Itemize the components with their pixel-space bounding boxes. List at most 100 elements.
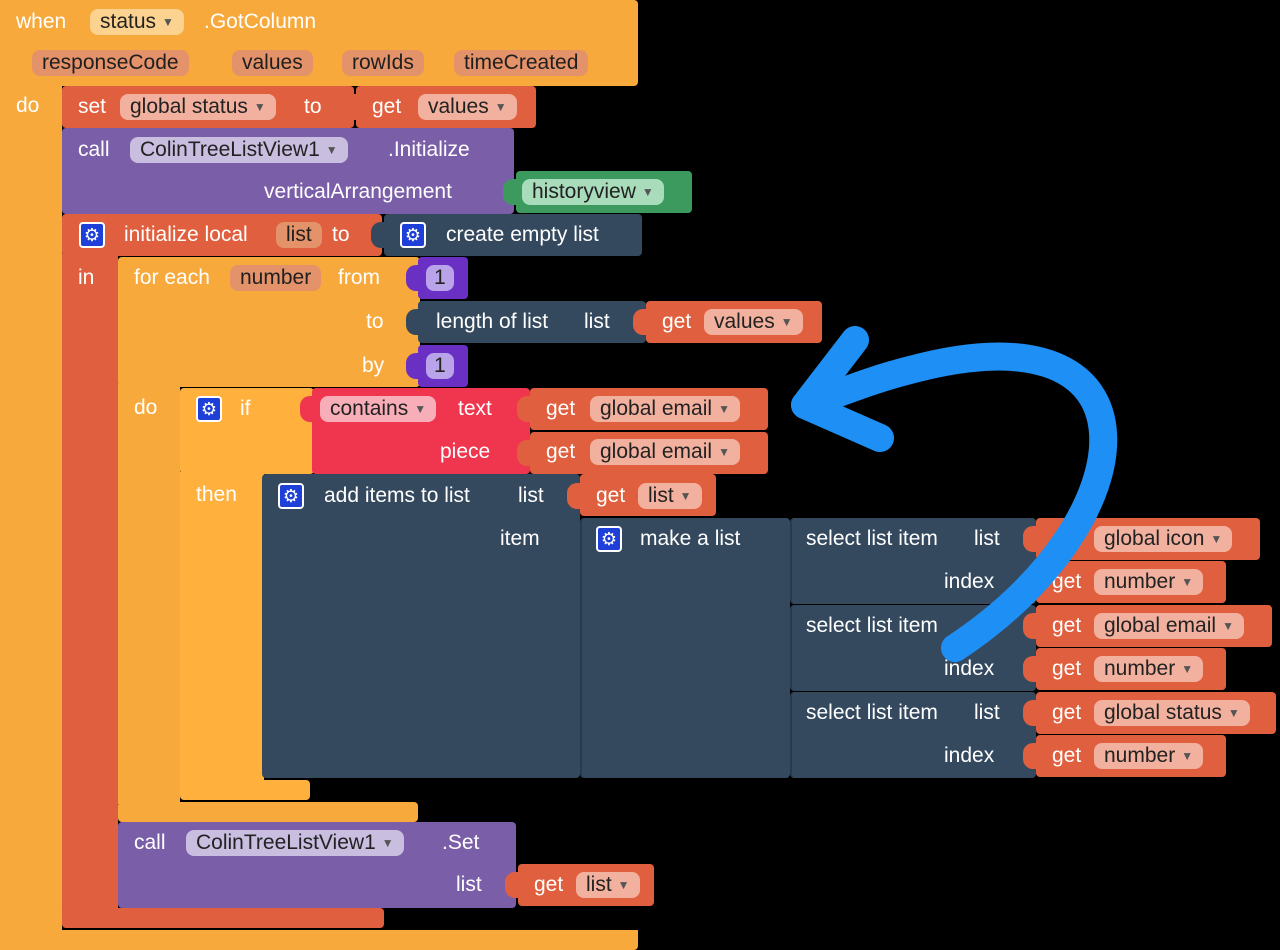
socket-notch [1023,656,1037,682]
chevron-down-icon: ▼ [381,836,394,850]
socket-notch [517,396,531,422]
global-status-dropdown[interactable]: global status▼ [1094,700,1250,726]
select-list-item-block[interactable] [790,692,1036,778]
gear-icon[interactable]: ⚙ [400,222,426,248]
chevron-down-icon: ▼ [1181,662,1194,676]
chevron-down-icon: ▼ [1227,706,1240,720]
chevron-down-icon: ▼ [679,489,692,503]
get-label: get [546,440,576,463]
get-label: get [1052,527,1082,550]
initialize-local-in-rail [62,254,118,914]
list-arg-label: list [456,873,482,896]
select-list-item-label: select list item [806,701,938,724]
global-icon-dropdown[interactable]: global icon▼ [1094,526,1233,552]
component-dropdown[interactable]: ColinTreeListView1▼ [186,830,404,856]
number-dropdown[interactable]: number▼ [1094,569,1204,595]
get-label: get [546,397,576,420]
number-dropdown[interactable]: number▼ [1094,656,1204,682]
socket-notch [1023,569,1037,595]
by-label: by [362,354,385,377]
chevron-down-icon: ▼ [1222,619,1234,633]
socket-notch [633,309,647,335]
param-rowids[interactable]: rowIds [342,50,424,76]
from-number-value[interactable]: 1 [426,265,454,291]
event-block-bottom [0,930,638,950]
to-label: to [332,223,350,246]
piece-label: piece [440,440,491,463]
param-values[interactable]: values [232,50,313,76]
global-email-dropdown[interactable]: global email▼ [590,439,740,465]
component-dropdown[interactable]: status▼ [90,9,184,35]
from-label: from [338,266,380,289]
list-label: list [518,484,544,507]
socket-notch [503,179,517,205]
index-label: index [944,744,995,767]
get-label: get [1052,570,1082,593]
initialize-local-bottom [62,908,384,928]
call-label: call [78,138,110,161]
for-each-bottom [118,802,418,822]
list-label: list [584,310,610,333]
get-label: get [1052,614,1082,637]
chevron-down-icon: ▼ [641,185,654,199]
to-label: to [366,310,384,333]
socket-notch [300,396,314,422]
socket-notch [567,483,581,509]
event-block-do-rail [0,84,62,934]
list-label: li [974,614,984,637]
when-label: when [16,10,67,33]
initialize-local-block[interactable] [62,214,382,256]
add-items-to-list-block[interactable] [262,474,580,778]
for-each-label: for each [134,266,210,289]
gear-icon[interactable]: ⚙ [596,526,622,552]
in-label: in [78,266,95,289]
length-of-list-block[interactable] [418,301,646,343]
if-label: if [240,397,251,420]
param-responsecode[interactable]: responseCode [32,50,189,76]
to-label: to [304,95,322,118]
initialize-local-label: initialize local [124,223,248,246]
values-dropdown[interactable]: values▼ [704,309,803,335]
param-timecreated[interactable]: timeCreated [454,50,589,76]
gear-icon[interactable]: ⚙ [196,396,222,422]
global-status-dropdown[interactable]: global status▼ [120,94,276,120]
local-list-name[interactable]: list [276,222,322,248]
by-number-value[interactable]: 1 [426,353,454,379]
create-empty-list-label: create empty list [446,223,599,246]
add-items-label: add items to list [324,484,470,507]
select-list-item-label: select list item [806,614,938,637]
vertical-arrangement-label: verticalArrangement [264,180,452,203]
get-label: get [662,310,692,333]
number-var[interactable]: number [230,265,322,291]
get-label: get [1052,701,1082,724]
chevron-down-icon: ▼ [1210,532,1223,546]
socket-notch [1023,700,1037,726]
event-method-label: .GotColumn [204,10,317,33]
socket-notch [1023,743,1037,769]
event-do-label: do [16,94,40,117]
chevron-down-icon: ▼ [162,15,174,29]
component-dropdown[interactable]: ColinTreeListView1▼ [130,137,348,163]
gear-icon[interactable]: ⚙ [79,222,105,248]
if-bottom [180,780,310,800]
make-a-list-block[interactable] [580,518,790,778]
global-email-dropdown[interactable]: global email▼ [590,396,740,422]
socket-notch [1023,613,1037,639]
list-label: list [974,527,1000,550]
chevron-down-icon: ▼ [718,402,730,416]
number-dropdown[interactable]: number▼ [1094,743,1204,769]
socket-notch [406,353,420,379]
list-dropdown[interactable]: list▼ [638,483,702,509]
gear-icon[interactable]: ⚙ [278,483,304,509]
global-email-dropdown[interactable]: global email▼ [1094,613,1244,639]
contains-dropdown[interactable]: contains▼ [320,396,437,422]
list-dropdown[interactable]: list▼ [576,872,640,898]
chevron-down-icon: ▼ [325,143,338,157]
text-label: text [458,397,492,420]
socket-notch [406,265,420,291]
create-empty-list-block[interactable] [384,214,642,256]
socket-notch [371,222,385,248]
historyview-dropdown[interactable]: historyview▼ [522,179,664,205]
values-dropdown[interactable]: values▼ [418,94,517,120]
length-of-list-label: length of list [436,310,549,333]
